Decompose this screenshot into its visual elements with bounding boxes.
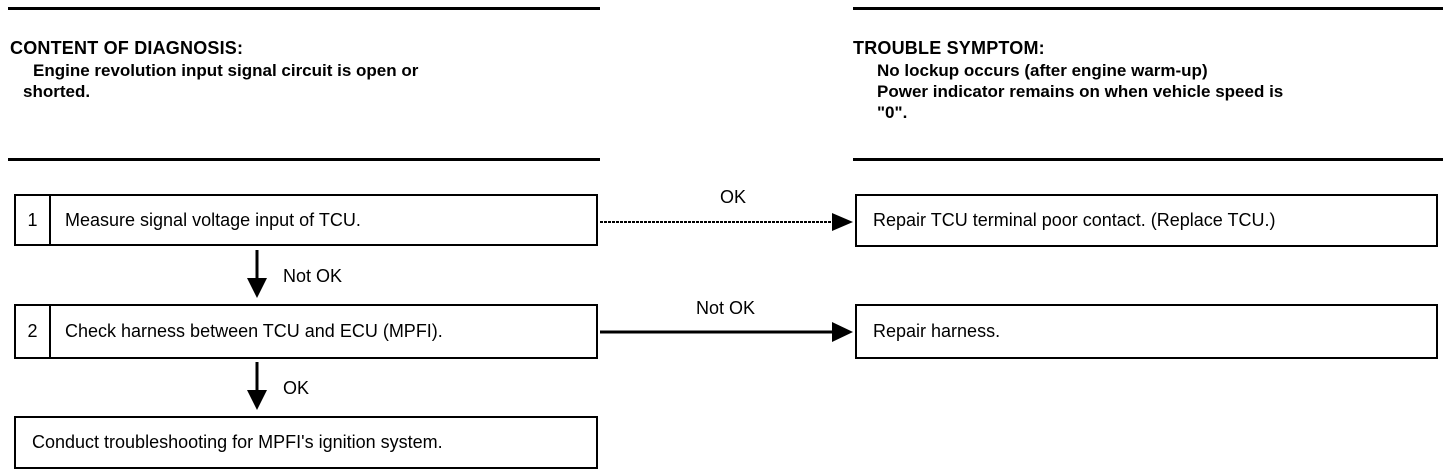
step-2-box: 2 Check harness between TCU and ECU (MPF… xyxy=(14,304,598,359)
step-2-notok-arrowhead xyxy=(832,322,853,342)
step-1-box: 1 Measure signal voltage input of TCU. xyxy=(14,194,598,246)
content-of-diagnosis-body: Engine revolution input signal circuit i… xyxy=(23,60,419,102)
step-2-ok-label: OK xyxy=(283,378,310,398)
result-2-text: Repair harness. xyxy=(873,321,1001,341)
right-top-rule xyxy=(853,7,1443,10)
result-2-box: Repair harness. xyxy=(855,304,1438,359)
content-of-diagnosis-line: Engine revolution input signal circuit i… xyxy=(33,61,419,80)
trouble-symptom-line: No lockup occurs (after engine warm-up) xyxy=(877,61,1208,80)
right-bottom-rule xyxy=(853,158,1443,161)
trouble-symptom-line: "0". xyxy=(877,103,908,122)
step-2-notok-label: Not OK xyxy=(696,298,756,318)
step-2-text: Check harness between TCU and ECU (MPFI)… xyxy=(65,321,443,341)
trouble-symptom-body: No lockup occurs (after engine warm-up) … xyxy=(877,60,1283,123)
step-2-ok-arrowhead xyxy=(247,390,267,410)
content-of-diagnosis-title: CONTENT OF DIAGNOSIS: xyxy=(10,38,244,58)
step-1-ok-label: OK xyxy=(720,187,747,207)
step-2-number: 2 xyxy=(16,306,51,357)
step-1-notok-label: Not OK xyxy=(283,266,343,286)
final-step-text: Conduct troubleshooting for MPFI's ignit… xyxy=(32,432,443,452)
trouble-symptom-line: Power indicator remains on when vehicle … xyxy=(877,82,1284,101)
step-1-notok-arrowhead xyxy=(247,278,267,298)
step-1-number: 1 xyxy=(16,196,51,244)
step-1-text: Measure signal voltage input of TCU. xyxy=(65,209,361,230)
content-of-diagnosis-line: shorted. xyxy=(23,82,91,101)
step-1-ok-arrowhead xyxy=(832,213,853,231)
trouble-symptom-title: TROUBLE SYMPTOM: xyxy=(853,38,1045,58)
result-1-box: Repair TCU terminal poor contact. (Repla… xyxy=(855,194,1438,247)
final-step-box: Conduct troubleshooting for MPFI's ignit… xyxy=(14,416,598,469)
left-top-rule xyxy=(8,7,600,10)
left-bottom-rule xyxy=(8,158,600,161)
result-1-text: Repair TCU terminal poor contact. (Repla… xyxy=(873,210,1276,230)
